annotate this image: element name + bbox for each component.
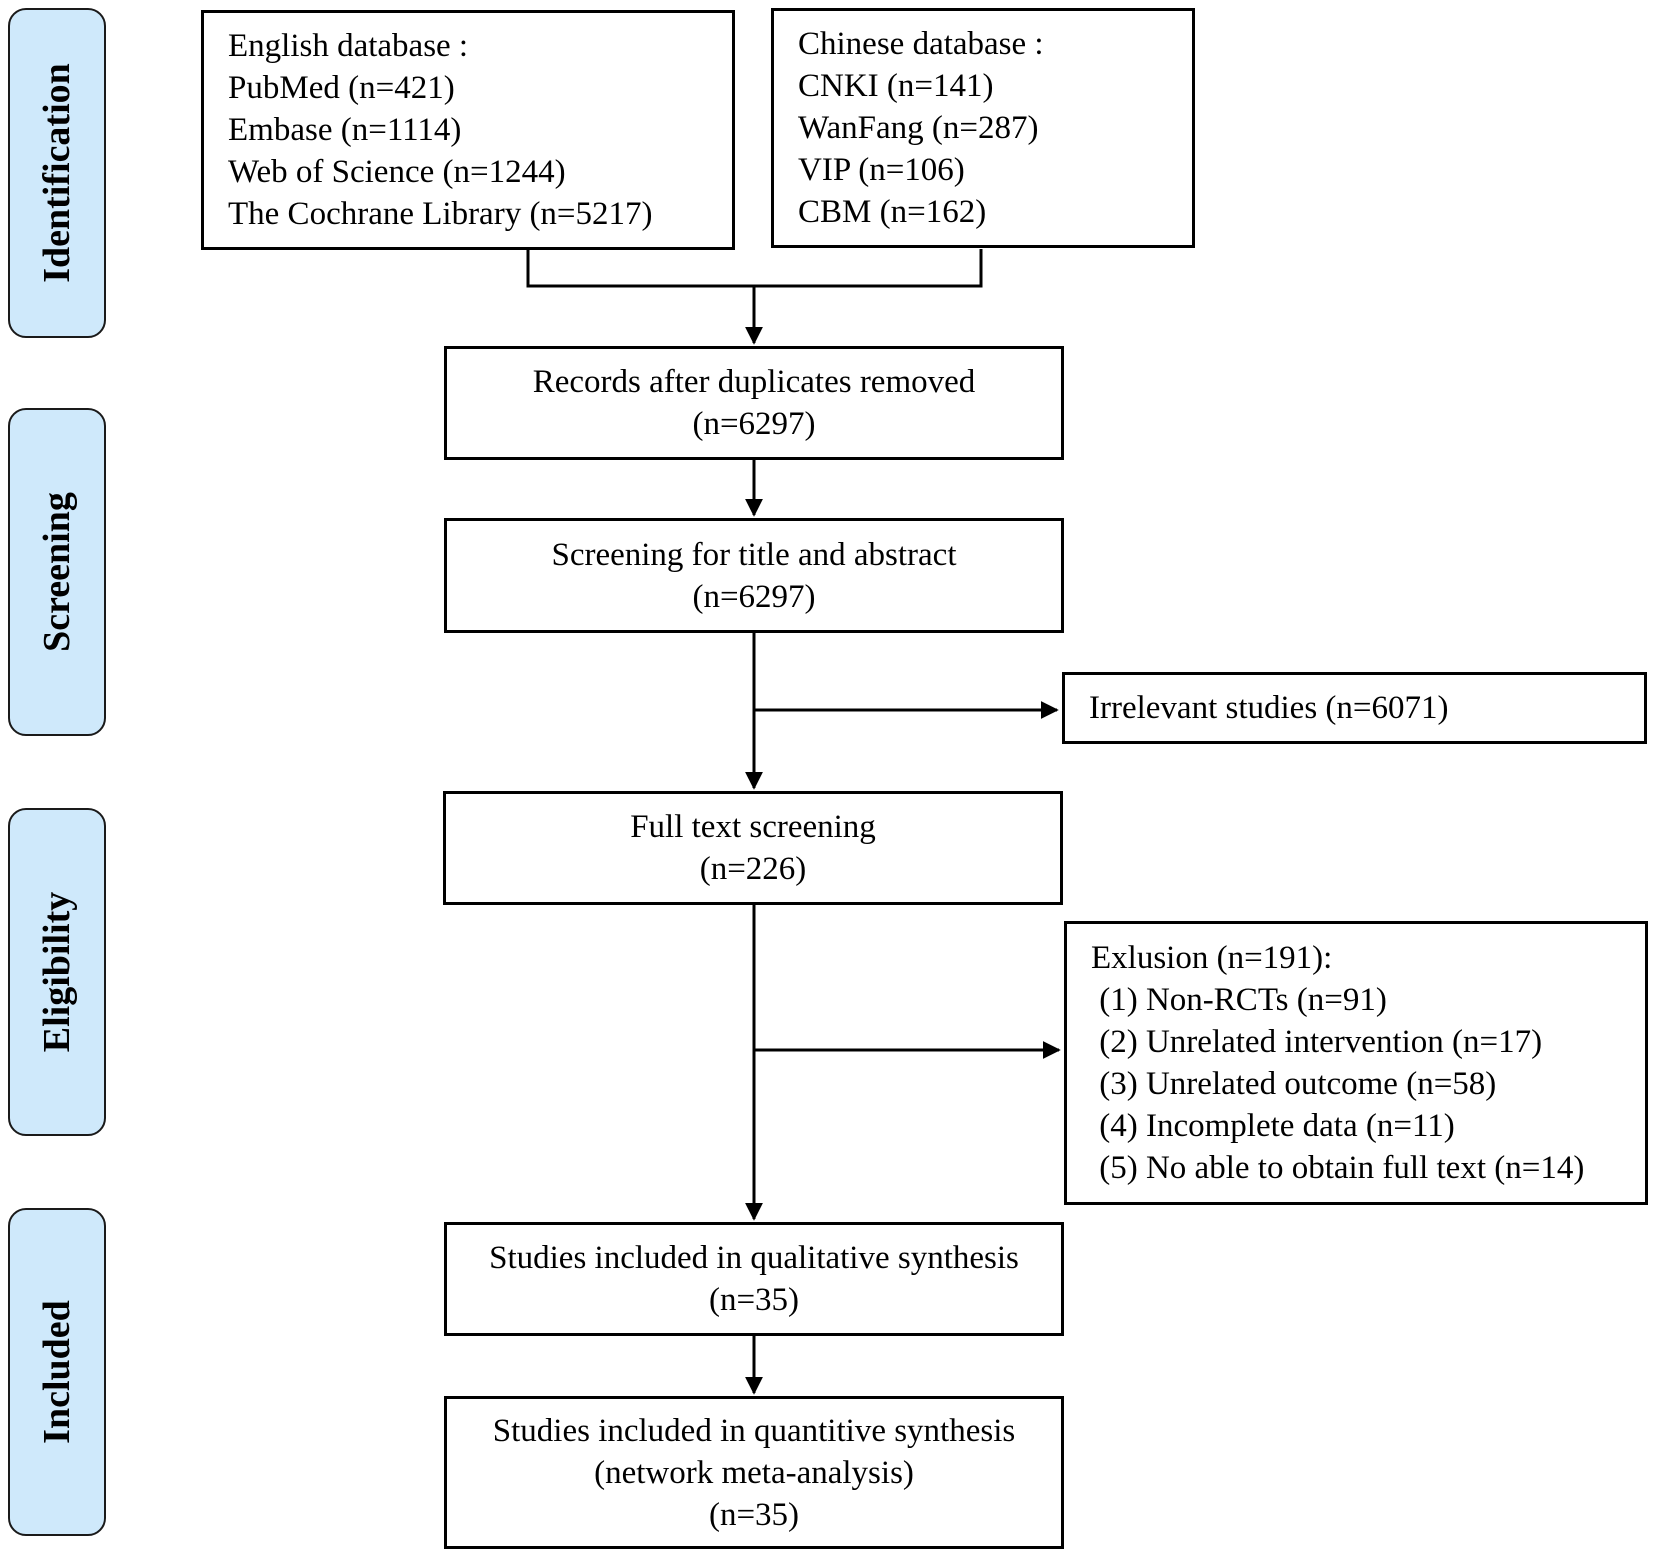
exclusion-item: (3) Unrelated outcome (n=58): [1091, 1066, 1497, 1102]
chinese-db-item: CBM (n=162): [798, 194, 987, 230]
full-text-box: Full text screening (n=226): [443, 791, 1063, 905]
exclusion-item: (5) No able to obtain full text (n=14): [1091, 1150, 1585, 1186]
quantitative-label: Studies included in quantitive synthesis: [492, 1412, 1016, 1449]
irrelevant-studies-label: Irrelevant studies (n=6071): [1089, 690, 1449, 726]
title-abstract-label: Screening for title and abstract: [551, 536, 957, 573]
english-db-item: PubMed (n=421): [228, 70, 455, 106]
full-text-label: Full text screening: [630, 809, 876, 845]
irrelevant-studies-box: Irrelevant studies (n=6071): [1062, 672, 1647, 744]
duplicates-removed-count: (n=6297): [692, 406, 816, 442]
title-abstract-box: Screening for title and abstract (n=6297…: [444, 518, 1064, 633]
english-db-item: Embase (n=1114): [228, 112, 462, 148]
english-database-title: English database :: [228, 28, 469, 64]
exclusion-item: (1) Non-RCTs (n=91): [1091, 982, 1387, 1018]
exclusion-item: (2) Unrelated intervention (n=17): [1091, 1024, 1543, 1060]
english-database-box: English database : PubMed (n=421) Embase…: [201, 10, 735, 250]
stage-identification: Identification: [8, 8, 106, 338]
english-db-item: The Cochrane Library (n=5217): [228, 196, 653, 232]
db-merge-line: [526, 249, 983, 288]
quantitative-synthesis-box: Studies included in quantitive synthesis…: [444, 1396, 1064, 1549]
english-db-item: Web of Science (n=1244): [228, 154, 566, 190]
exclusion-item: (4) Incomplete data (n=11): [1091, 1108, 1455, 1144]
duplicates-removed-box: Records after duplicates removed (n=6297…: [444, 346, 1064, 460]
full-text-count: (n=226): [699, 851, 807, 887]
chinese-db-item: CNKI (n=141): [798, 68, 994, 104]
chinese-database-box: Chinese database : CNKI (n=141) WanFang …: [771, 8, 1195, 248]
chinese-database-title: Chinese database :: [798, 26, 1044, 62]
exclusion-title: Exlusion (n=191):: [1091, 940, 1333, 976]
chinese-db-item: VIP (n=106): [798, 152, 965, 188]
duplicates-removed-label: Records after duplicates removed: [532, 364, 976, 400]
stage-screening: Screening: [8, 408, 106, 736]
chinese-db-item: WanFang (n=287): [798, 110, 1039, 146]
qualitative-label: Studies included in qualitative synthesi…: [489, 1240, 1019, 1276]
qualitative-count: (n=35): [708, 1282, 800, 1318]
quantitative-sublabel: (network meta-analysis): [594, 1454, 914, 1491]
title-abstract-count: (n=6297): [692, 578, 816, 615]
qualitative-synthesis-box: Studies included in qualitative synthesi…: [444, 1222, 1064, 1336]
exclusion-box: Exlusion (n=191): (1) Non-RCTs (n=91) (2…: [1064, 921, 1648, 1205]
quantitative-count: (n=35): [708, 1496, 800, 1533]
stage-included: Included: [8, 1208, 106, 1536]
stage-eligibility: Eligibility: [8, 808, 106, 1136]
